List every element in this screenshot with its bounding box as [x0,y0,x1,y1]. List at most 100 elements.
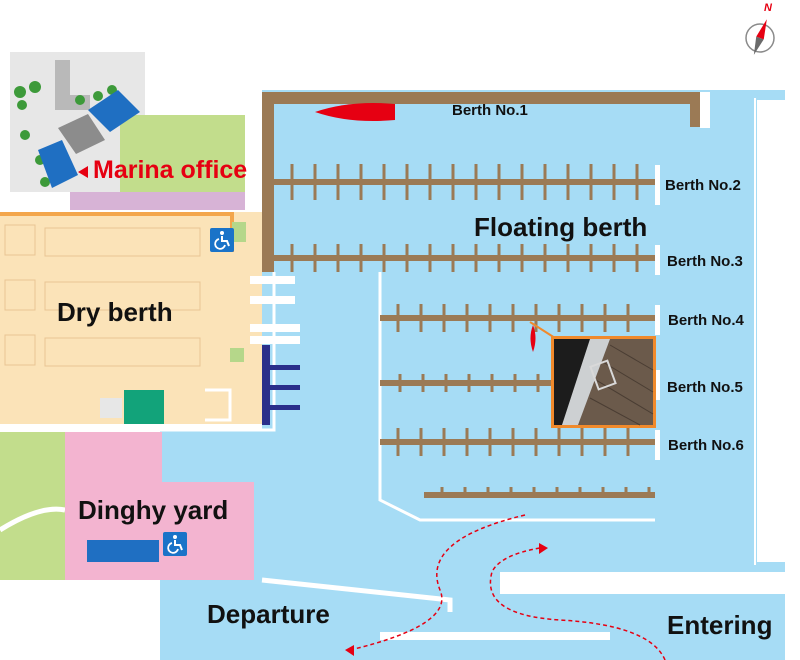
pontoon-finger [520,244,524,258]
pontoon-finger [635,182,639,200]
pontoon-finger [336,244,340,258]
pontoon-finger [474,164,478,182]
pontoon-walkway [424,492,655,498]
pontoon-finger [566,182,570,200]
departure-label: Departure [207,599,330,629]
pontoon-finger [428,258,432,272]
pontoon-finger [647,487,651,495]
pontoon-finger [313,258,317,272]
pontoon-finger [626,304,630,318]
pontoon-finger [336,164,340,182]
berth-label-3: Berth No.3 [667,253,743,270]
pontoon-finger [444,383,448,392]
pontoon-finger [536,374,540,383]
wheelchair-icon [210,228,234,252]
pontoon-finger [557,428,561,442]
pontoon-finger [520,258,524,272]
dry-berth-slipway [205,388,232,422]
pontoon-finger [603,442,607,456]
north-breakwater [262,92,705,104]
pontoon-finger [442,442,446,456]
pontoon-finger [612,164,616,182]
rack-block [232,222,246,242]
pontoon-finger [419,442,423,456]
pontoon-finger [440,487,444,495]
pontoon-finger [589,258,593,272]
pontoon-finger [396,318,400,332]
pontoon-finger [635,258,639,272]
floating-berth-pontoons [274,164,655,498]
office-pointer-icon [78,166,88,178]
pontoon-finger [290,182,294,200]
pontoon-finger [488,442,492,456]
berth-label-6: Berth No.6 [668,437,744,454]
pontoon-finger [428,182,432,200]
pontoon-finger [474,244,478,258]
tree [29,81,41,93]
pontoon-finger [359,244,363,258]
tree [17,100,27,110]
pontoon-finger [511,304,515,318]
pontoon-finger [396,428,400,442]
pontoon-finger [405,244,409,258]
berth-cap [655,165,660,205]
pontoon-finger [578,487,582,495]
berth-photo [551,336,656,428]
compass-icon [745,19,775,55]
pontoon-finger [290,244,294,258]
pontoon-walkway [274,179,655,185]
dock-connector [250,276,295,284]
pontoon-finger [635,164,639,182]
pontoon-finger [382,258,386,272]
pontoon-walkway [380,380,551,386]
departure-arrowhead [345,645,354,656]
tree [40,177,50,187]
pontoon-finger [474,182,478,200]
pontoon-finger [624,487,628,495]
dinghy-storage [87,540,159,562]
south-jetty [500,572,790,594]
pontoon-finger [555,487,559,495]
pontoon-finger [520,182,524,200]
pontoon-finger [405,164,409,182]
dinghy-yard-label: Dinghy yard [78,495,229,525]
south-jetty-low [380,632,610,640]
pontoon-finger [497,164,501,182]
pontoon-finger [589,182,593,200]
pontoon-finger [601,487,605,495]
pontoon-finger [612,182,616,200]
pontoon-finger [442,304,446,318]
pontoon-finger [419,428,423,442]
pontoon-finger [543,244,547,258]
pontoon-finger [451,244,455,258]
dry-berth-shed [100,398,122,418]
pontoon-finger [359,164,363,182]
pontoon-finger [513,383,517,392]
pontoon-finger [566,244,570,258]
pontoon-finger [566,164,570,182]
pontoon-finger [488,304,492,318]
east-breakwater [262,92,274,272]
pontoon-finger [465,318,469,332]
pontoon-finger [405,182,409,200]
office-roof [88,90,140,132]
lawn-path [0,506,66,533]
tree [93,91,103,101]
pontoon-finger [532,487,536,495]
pontoon-finger [603,428,607,442]
tree [14,86,26,98]
pontoon-finger [396,304,400,318]
pontoon-finger [509,487,513,495]
photo-pointer [529,321,556,339]
berth-label-4: Berth No.4 [668,312,744,329]
pontoon-finger [465,304,469,318]
pontoon-finger [444,374,448,383]
pontoon-finger [396,442,400,456]
east-land [785,60,800,660]
dock-connector [250,324,300,332]
dry-berth-building [124,390,164,424]
navy-finger [268,385,300,390]
pontoon-walkway [274,255,655,261]
pontoon-finger [511,442,515,456]
pontoon-finger [442,428,446,442]
